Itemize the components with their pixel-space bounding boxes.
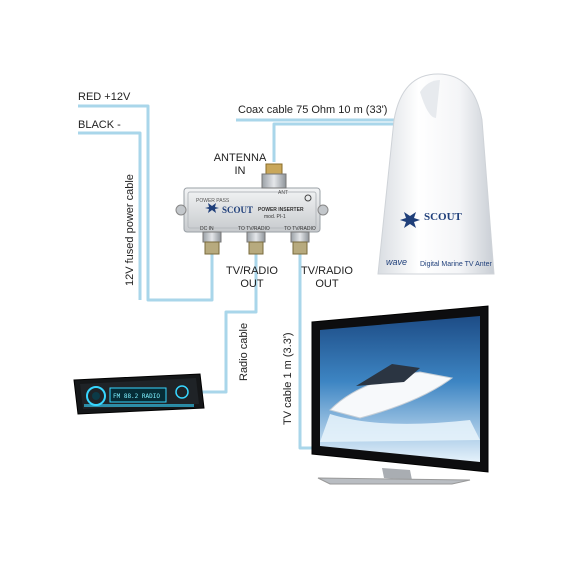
device-top-small: POWER PASS bbox=[196, 198, 230, 204]
dc-in-connector bbox=[202, 231, 222, 255]
power-inserter: POWER PASS ANT SCOUT POWER INSERTER mod.… bbox=[175, 163, 329, 255]
radio-cable-line bbox=[200, 252, 258, 394]
ground-icon bbox=[304, 194, 312, 202]
antenna-caption: Digital Marine TV Antenna bbox=[420, 261, 492, 268]
television bbox=[311, 305, 489, 485]
power-cable-label: 12V fused power cable bbox=[124, 174, 136, 286]
radio-cable-label: Radio cable bbox=[238, 322, 250, 381]
device-model-line1: POWER INSERTER bbox=[258, 207, 304, 213]
antenna-brand: SCOUT bbox=[424, 211, 462, 223]
device-dc-in: DC IN bbox=[200, 226, 214, 232]
device-out2: TO TV/RADIO bbox=[284, 226, 316, 232]
out2-connector bbox=[290, 231, 310, 255]
out1-connector bbox=[246, 231, 266, 255]
tv-cable-label: TV cable 1 m (3.3') bbox=[282, 332, 294, 425]
red-wire bbox=[78, 104, 214, 302]
device-ant-label: ANT bbox=[278, 190, 288, 196]
device-brand: SCOUT bbox=[222, 205, 253, 215]
out2-label-line2: OUT bbox=[315, 278, 339, 290]
black-wire-label: BLACK - bbox=[78, 119, 121, 131]
red-wire-label: RED +12V bbox=[78, 91, 131, 103]
device-out1: TO TV/RADIO bbox=[238, 226, 270, 232]
antenna-dome bbox=[377, 73, 495, 275]
device-model-line2: mod. PI-1 bbox=[264, 214, 286, 220]
car-radio: FM 88.2 RADIO bbox=[73, 373, 205, 415]
coax-cable-label: Coax cable 75 Ohm 10 m (33') bbox=[238, 104, 388, 116]
antenna-scout-logo-icon bbox=[400, 212, 420, 228]
out1-label-line2: OUT bbox=[240, 278, 264, 290]
out1-label-line1: TV/RADIO bbox=[226, 265, 278, 277]
device-scout-logo-icon bbox=[205, 203, 219, 213]
antenna-wave: wave bbox=[386, 257, 408, 267]
out2-label-line1: TV/RADIO bbox=[301, 265, 353, 277]
black-wire bbox=[78, 131, 142, 300]
antenna-in-label-line1: ANTENNA bbox=[213, 152, 267, 164]
antenna-in-label-line2: IN bbox=[234, 165, 246, 177]
radio-display: FM 88.2 RADIO bbox=[113, 393, 160, 400]
